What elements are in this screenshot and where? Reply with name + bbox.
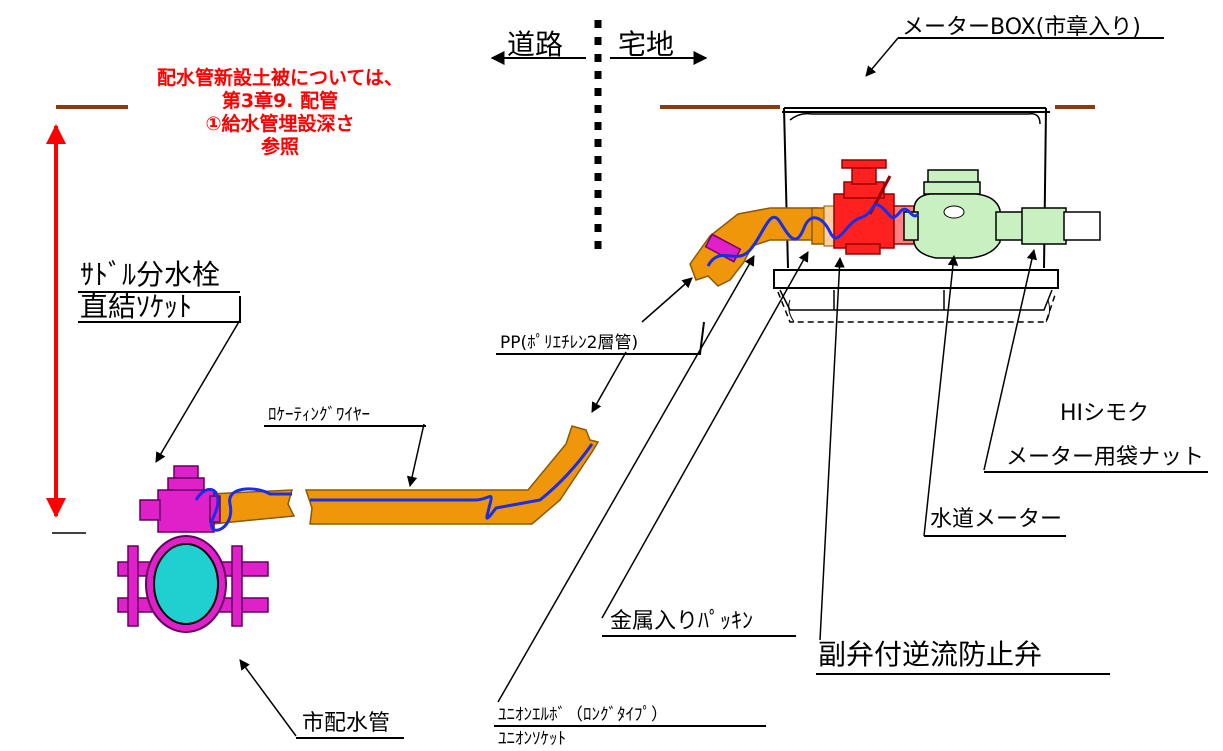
residential-label: 宅地	[618, 28, 674, 61]
note-line-3: ①給水管埋設深さ	[205, 112, 354, 135]
pipe-riser-elbow	[689, 207, 819, 287]
city-main-label: 市配水管	[302, 711, 390, 736]
metal-packing-label: 金属入りﾊﾟｯｷﾝ	[610, 609, 753, 634]
road-label: 道路	[507, 28, 563, 61]
water-meter	[903, 169, 1101, 259]
direction-indicator: 道路 宅地	[490, 28, 708, 65]
meter-box-label: メーターBOX(市章入り)	[902, 15, 1141, 40]
pipe-horizontal-segment	[304, 425, 600, 525]
meter-box	[773, 107, 1059, 323]
depth-note: 配水管新設土被については、 第3章9. 配管 ①給水管埋設深さ 参照	[157, 66, 403, 158]
pp-pipe-label: PP(ﾎﾟﾘｴﾁﾚﾝ2層管)	[500, 333, 638, 353]
water-meter-label: 水道メーター	[930, 507, 1062, 532]
hi-shimoku-label: HIシモク	[1060, 401, 1149, 426]
note-line-2: 第3章9. 配管	[222, 89, 338, 112]
ground-lines	[52, 105, 1095, 534]
check-valve-label: 副弁付逆流防止弁	[818, 638, 1042, 671]
saddle-label-1: ｻﾄﾞﾙ分水栓	[80, 258, 220, 291]
locating-wire-label: ﾛｹｰﾃｨﾝｸﾞﾜｲﾔｰ	[268, 405, 370, 425]
saddle-label-2: 直結ｿｹｯﾄ	[80, 290, 192, 323]
pp-service-pipe	[209, 205, 835, 525]
note-line-4: 参照	[261, 135, 299, 158]
union-elbow-label: ﾕﾆｵﾝｴﾙﾎﾞ（ﾛﾝｸﾞﾀｲﾌﾟ）	[498, 705, 668, 725]
leader-lines	[155, 37, 1038, 737]
union-socket-label: ﾕﾆｵﾝｿｹｯﾄ	[498, 729, 566, 749]
saddle-faucet	[117, 465, 269, 633]
note-line-1: 配水管新設土被については、	[157, 66, 403, 89]
labels: メーターBOX(市章入り) ｻﾄﾞﾙ分水栓 直結ｿｹｯﾄ PP(ﾎﾟﾘｴﾁﾚﾝ2…	[78, 15, 1208, 749]
meter-bag-nut-label: メーター用袋ナット	[1006, 445, 1204, 470]
check-valve	[833, 159, 915, 255]
locating-wire	[194, 203, 920, 532]
